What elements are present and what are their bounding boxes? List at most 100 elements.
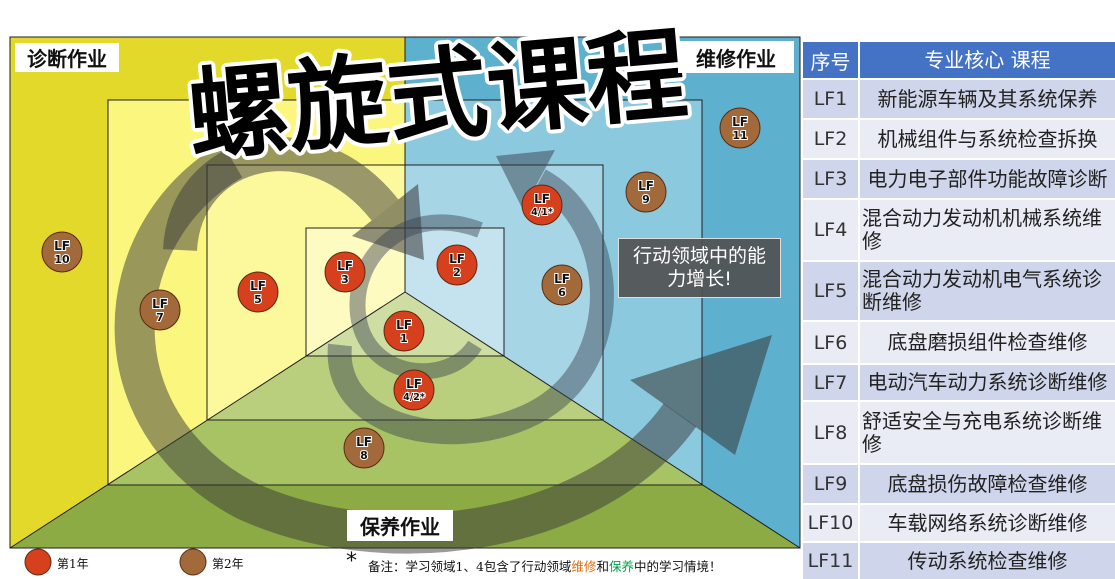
footnote-prefix: 备注：学习领域1、4包含了行动领域 bbox=[368, 559, 572, 574]
spiral-arrow-inner bbox=[349, 214, 483, 380]
course-id: LF7 bbox=[803, 365, 858, 400]
lf-marker: LF 2 bbox=[436, 244, 478, 286]
lf-marker-dot bbox=[393, 369, 435, 411]
lf-marker: LF 6 bbox=[541, 264, 583, 306]
table-row: LF5 混合动力发动机电气系统诊断维修 bbox=[803, 262, 1115, 320]
lf-marker-dot bbox=[41, 231, 83, 273]
legend-year2-dot bbox=[179, 548, 207, 576]
lf-marker-label: LF bbox=[732, 115, 748, 129]
course-id: LF2 bbox=[803, 120, 858, 158]
lf-marker-dot bbox=[436, 244, 478, 286]
lf-marker: LF 10 bbox=[41, 231, 83, 273]
lf-marker-number: 9 bbox=[642, 193, 650, 206]
spiral-arrowhead-middle bbox=[496, 150, 555, 210]
lf-marker-number: 8 bbox=[360, 449, 368, 462]
lf-marker-dot bbox=[343, 427, 385, 469]
label-maintenance: 保养作业 bbox=[347, 510, 453, 541]
course-name-text: 传动系统检查维修 bbox=[907, 548, 1068, 573]
lf-marker: LF 9 bbox=[625, 171, 667, 213]
spiral-arrow-top bbox=[163, 137, 399, 252]
course-name-text: 底盘损伤故障检查维修 bbox=[887, 471, 1088, 496]
course-id: LF11 bbox=[803, 543, 858, 579]
lf-marker-label: LF bbox=[534, 192, 550, 206]
header-course: 专业核心 课程 bbox=[860, 42, 1115, 78]
table-row: LF7 电动汽车动力系统诊断维修 bbox=[803, 365, 1115, 400]
lf-marker-number: 4/2* bbox=[403, 392, 425, 403]
footnote-suffix: 中的学习情境！ bbox=[633, 559, 722, 574]
course-name: 底盘磨损组件检查维修 bbox=[860, 322, 1115, 363]
lf-marker: LF 3 bbox=[324, 251, 366, 293]
table-header-row: 序号 专业核心 课程 bbox=[803, 42, 1115, 78]
course-name: 新能源车辆及其系统保养 bbox=[860, 80, 1115, 118]
table-row: LF1 新能源车辆及其系统保养 bbox=[803, 80, 1115, 118]
lf-marker-dot bbox=[383, 310, 425, 352]
course-name-text: 车载网络系统诊断维修 bbox=[887, 510, 1088, 535]
lf-marker-number: 6 bbox=[558, 286, 566, 299]
lf-marker-dot bbox=[625, 171, 667, 213]
course-name: 底盘损伤故障检查维修 bbox=[860, 465, 1115, 503]
label-diagnosis: 诊断作业 bbox=[15, 43, 119, 72]
course-id: LF6 bbox=[803, 322, 858, 363]
lf-marker: LF 11 bbox=[719, 107, 761, 149]
course-name-text: 舒适安全与充电系统诊断维修 bbox=[862, 408, 1102, 456]
course-table: 序号 专业核心 课程 LF1 新能源车辆及其系统保养 LF2 机械组件与系统检查… bbox=[803, 42, 1115, 579]
table-row: LF8 舒适安全与充电系统诊断维修 bbox=[803, 402, 1115, 463]
spiral-arrowhead-top bbox=[352, 184, 424, 260]
legend-year2-label: 第2年 bbox=[212, 557, 244, 571]
lf-marker-dot bbox=[237, 271, 279, 313]
lf-marker-number: 10 bbox=[54, 253, 70, 266]
course-name: 舒适安全与充电系统诊断维修 bbox=[860, 402, 1115, 463]
header-id: 序号 bbox=[803, 42, 858, 78]
table-row: LF3 电力电子部件功能故障诊断 bbox=[803, 160, 1115, 198]
course-id: LF8 bbox=[803, 402, 858, 463]
lf-marker-dot bbox=[521, 184, 563, 226]
divider-diagonal-right bbox=[404, 291, 801, 549]
spiral-arrowhead-outer bbox=[630, 335, 772, 455]
course-id: LF5 bbox=[803, 262, 858, 320]
lf-marker-label: LF bbox=[356, 435, 372, 449]
footnote-star: * bbox=[346, 549, 357, 574]
lf-marker: LF 5 bbox=[237, 271, 279, 313]
course-id: LF3 bbox=[803, 160, 858, 198]
growth-note: 行动领域中的能力增长! bbox=[618, 238, 781, 298]
footnote-word-repair: 维修 bbox=[571, 559, 597, 574]
legend-year1-dot bbox=[24, 548, 52, 576]
lf-marker: LF 1 bbox=[383, 310, 425, 352]
spiral-curriculum-diagram: 螺旋式课程 LF 1 LF 2 LF 3 LF 4/1* LF 4/2* LF … bbox=[9, 15, 801, 576]
course-name-text: 机械组件与系统检查拆换 bbox=[877, 126, 1098, 151]
lf-marker-number: 11 bbox=[732, 129, 747, 142]
footnote-joiner: 和 bbox=[596, 559, 609, 574]
lf-marker-number: 5 bbox=[254, 293, 262, 306]
footnote-word-maintenance: 保养 bbox=[608, 559, 634, 574]
course-name-text: 电动汽车动力系统诊断维修 bbox=[867, 370, 1108, 394]
table-row: LF6 底盘磨损组件检查维修 bbox=[803, 322, 1115, 363]
table-row: LF9 底盘损伤故障检查维修 bbox=[803, 465, 1115, 503]
course-id: LF4 bbox=[803, 200, 858, 260]
lf-marker: LF 4/1* bbox=[521, 184, 563, 226]
lf-marker-label: LF bbox=[449, 252, 465, 266]
spiral-arrow-outer bbox=[114, 142, 697, 554]
course-name-text: 新能源车辆及其系统保养 bbox=[877, 86, 1098, 111]
course-name: 机械组件与系统检查拆换 bbox=[860, 120, 1115, 158]
course-name-text: 混合动力发动机电气系统诊断维修 bbox=[862, 267, 1102, 314]
repair-region-level-3 bbox=[405, 228, 504, 356]
course-name: 电动汽车动力系统诊断维修 bbox=[860, 365, 1115, 400]
course-name: 混合动力发动机电气系统诊断维修 bbox=[860, 262, 1115, 320]
lf-marker-number: 3 bbox=[341, 273, 349, 286]
course-id: LF10 bbox=[803, 505, 858, 541]
lf-marker-dot bbox=[719, 107, 761, 149]
table-row: LF2 机械组件与系统检查拆换 bbox=[803, 120, 1115, 158]
lf-marker-number: 7 bbox=[156, 311, 164, 324]
course-name: 混合动力发动机机械系统维修 bbox=[860, 200, 1115, 260]
lf-marker-number: 1 bbox=[400, 332, 408, 345]
lf-marker-label: LF bbox=[54, 239, 70, 253]
lf-marker-label: LF bbox=[337, 259, 353, 273]
lf-marker-number: 2 bbox=[453, 266, 461, 279]
course-id: LF9 bbox=[803, 465, 858, 503]
course-name: 车载网络系统诊断维修 bbox=[860, 505, 1115, 541]
lf-marker-label: LF bbox=[152, 297, 168, 311]
lf-marker-label: LF bbox=[406, 377, 422, 391]
divider-diagonal-left bbox=[9, 291, 406, 549]
course-name-text: 混合动力发动机机械系统维修 bbox=[862, 206, 1102, 253]
header-course-text: 专业核心 课程 bbox=[924, 47, 1051, 72]
